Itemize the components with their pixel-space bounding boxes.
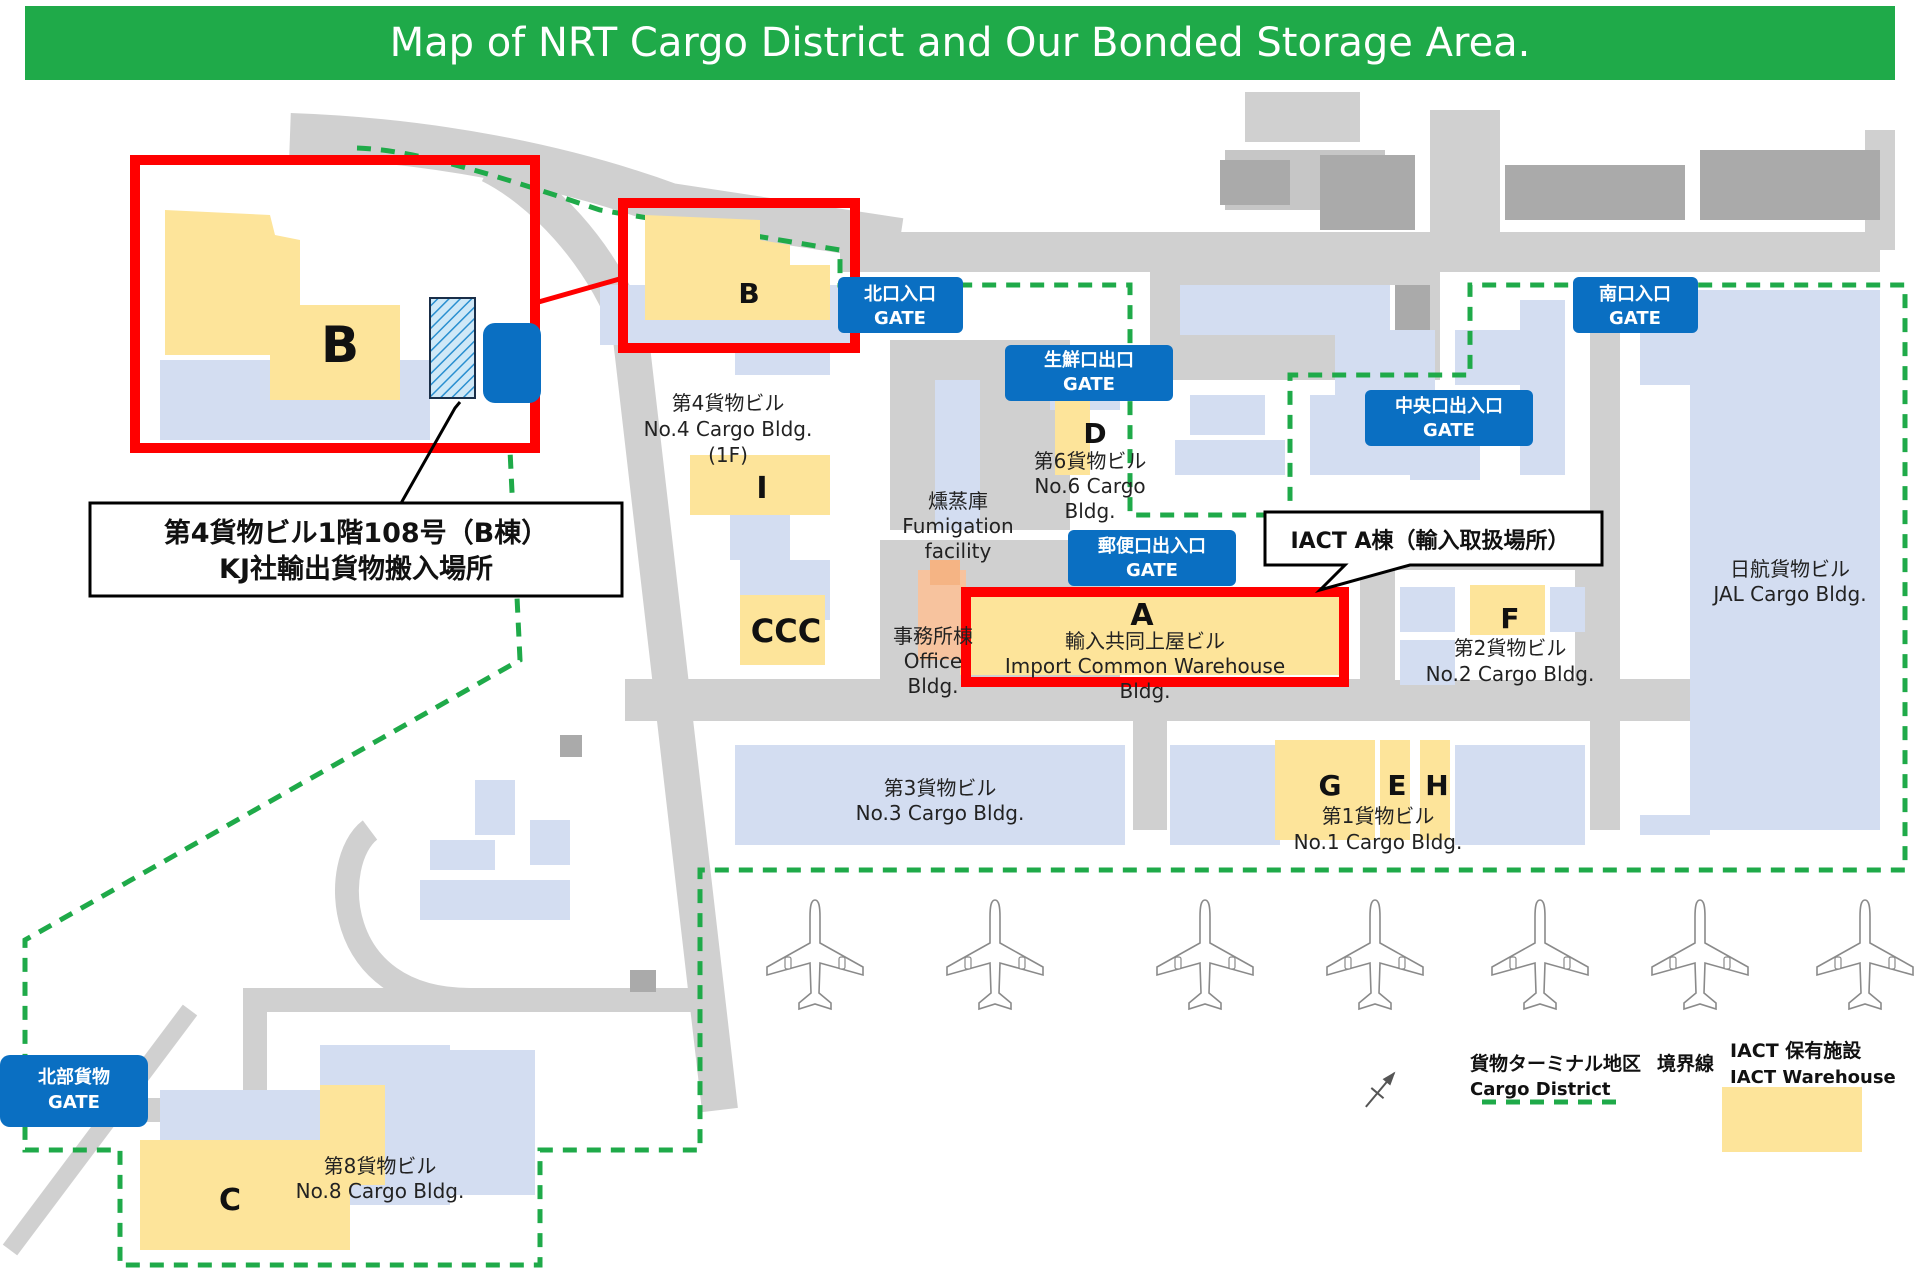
cargo8-label-jp: 第8貨物ビル	[324, 1154, 437, 1178]
building-f-letter: F	[1500, 602, 1519, 635]
airplane-icon	[1651, 899, 1749, 1010]
building-h-letter: H	[1425, 769, 1448, 802]
fumigation-shape	[930, 560, 960, 585]
airplane-icon	[1816, 899, 1914, 1010]
building-b-zoom-letter: B	[321, 316, 359, 374]
header-bar	[25, 6, 1895, 80]
fumigation-label-en1: Fumigation	[902, 514, 1013, 538]
callout-b-line2: KJ社輸出貨物搬入場所	[219, 553, 493, 585]
cargo1-label-jp: 第1貨物ビル	[1322, 804, 1435, 828]
cargo4-label-jp: 第4貨物ビル	[672, 391, 785, 415]
gate-central-label-jp: 中央口出入口	[1395, 395, 1503, 417]
cargo4-label-en: No.4 Cargo Bldg.	[644, 417, 813, 441]
gate-postal-label-jp: 郵便口出入口	[1098, 535, 1206, 557]
office-label-en2: Bldg.	[907, 674, 958, 698]
gate-south-label-en: GATE	[1609, 308, 1661, 329]
cargo8-label-en: No.8 Cargo Bldg.	[296, 1179, 465, 1203]
airplane-icon	[1156, 899, 1254, 1010]
gate-northern-cargo: 北部貨物 GATE	[0, 1055, 148, 1127]
fumigation-label-en2: facility	[925, 539, 992, 563]
jal-label-en: JAL Cargo Bldg.	[1711, 582, 1866, 606]
airplane-icon	[1491, 899, 1589, 1010]
gate-south: 南口入口 GATE	[1573, 277, 1698, 333]
gate-central: 中央口出入口 GATE	[1365, 390, 1533, 446]
gate-northern-cargo-label-jp: 北部貨物	[38, 1066, 110, 1088]
iact-warehouses	[140, 210, 1545, 1250]
office-label-jp: 事務所棟	[893, 624, 973, 648]
gate-fresh: 生鮮口出口 GATE	[1005, 345, 1173, 401]
callout-b-line1: 第4貨物ビル1階108号（B棟）	[164, 517, 549, 549]
red-highlights	[130, 155, 1349, 687]
legend: 貨物ターミナル地区 境界線 Cargo District IACT 保有施設 I…	[1470, 1039, 1896, 1152]
legend-warehouse-en: IACT Warehouse	[1730, 1067, 1896, 1088]
cargo6-label-jp: 第6貨物ビル	[1034, 449, 1147, 473]
gate-north-label-en: GATE	[874, 308, 926, 329]
gate-central-label-en: GATE	[1423, 420, 1475, 441]
office-label-en1: Office	[904, 649, 962, 673]
callout-iact-box	[1263, 510, 1604, 593]
zoom-link-line	[534, 275, 624, 306]
airplane-icon	[766, 899, 864, 1010]
import-common-label-en2: Bldg.	[1119, 679, 1170, 703]
fumigation-label-jp: 燻蒸庫	[928, 489, 988, 513]
airplanes	[766, 899, 1914, 1010]
callout-iact-text: IACT A棟（輸入取扱場所）	[1290, 528, 1569, 554]
building-i-letter: I	[756, 471, 767, 506]
legend-boundary-label: 境界線	[1657, 1052, 1714, 1075]
legend-district-en: Cargo District	[1470, 1079, 1611, 1100]
gate-north: 北口入口 GATE	[838, 277, 963, 333]
compass-arrow-icon	[1365, 1071, 1396, 1108]
cargo2-label-en: No.2 Cargo Bldg.	[1426, 662, 1595, 686]
legend-warehouse-jp: IACT 保有施設	[1730, 1039, 1862, 1062]
building-c-letter: C	[219, 1183, 241, 1218]
import-common-label-jp: 輸入共同上屋ビル	[1065, 629, 1225, 653]
cargo2-label-jp: 第2貨物ビル	[1454, 636, 1567, 660]
cargo6-label-en1: No.6 Cargo	[1034, 474, 1145, 498]
airplane-icon	[1326, 899, 1424, 1010]
gate-postal-label-en: GATE	[1126, 560, 1178, 581]
building-g-letter: G	[1319, 769, 1342, 802]
cargo4-label-floor: (1F)	[708, 443, 748, 467]
cargo3-label-jp: 第3貨物ビル	[884, 776, 997, 800]
gate-northern-cargo-label-en: GATE	[48, 1092, 100, 1113]
legend-warehouse-swatch	[1722, 1087, 1862, 1152]
legend-district-jp: 貨物ターミナル地区	[1470, 1052, 1641, 1075]
building-a-letter: A	[1130, 598, 1154, 633]
import-common-label-en: Import Common Warehouse	[1005, 654, 1285, 678]
gate-postal: 郵便口出入口 GATE	[1068, 530, 1236, 586]
page-title: Map of NRT Cargo District and Our Bonded…	[390, 20, 1531, 66]
gate-south-label-jp: 南口入口	[1599, 283, 1671, 305]
cargo3-label-en: No.3 Cargo Bldg.	[856, 801, 1025, 825]
kj-area-hatch	[429, 297, 476, 399]
cargo6-label-en2: Bldg.	[1064, 499, 1115, 523]
road-top-block	[1245, 92, 1360, 142]
cargo1-label-en: No.1 Cargo Bldg.	[1294, 830, 1463, 854]
gate-partial	[483, 323, 541, 403]
building-d-letter: D	[1083, 417, 1106, 450]
building-ccc-letter: CCC	[751, 612, 821, 650]
airplane-icon	[946, 899, 1044, 1010]
gray-structures	[560, 150, 1880, 992]
gate-fresh-label-jp: 生鮮口出口	[1044, 349, 1134, 371]
jal-label-jp: 日航貨物ビル	[1730, 557, 1850, 581]
building-e-letter: E	[1387, 769, 1406, 802]
callout-b-box	[88, 501, 624, 598]
gate-north-label-jp: 北口入口	[864, 284, 936, 305]
gate-fresh-label-en: GATE	[1063, 374, 1115, 395]
building-b-letter: B	[738, 277, 759, 310]
